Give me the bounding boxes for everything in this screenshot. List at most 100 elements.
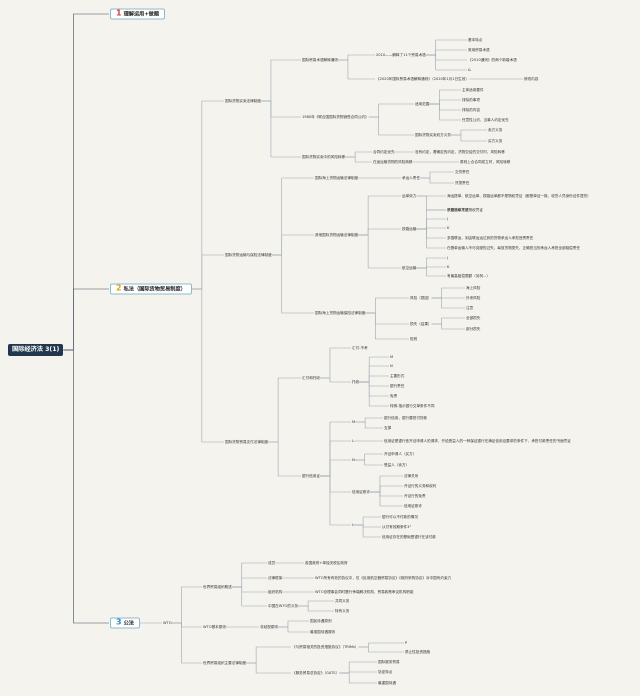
- node-n11[interactable]: 适用范围: [415, 102, 430, 106]
- node-n82[interactable]: 成员: [268, 561, 276, 565]
- node-n32[interactable]: 不是物权凭证: [447, 208, 469, 212]
- node-n04[interactable]: 基本特点: [468, 38, 483, 42]
- node-n46[interactable]: 外来风险: [466, 296, 481, 300]
- node-n67[interactable]: 信用证是银行依开证申请人的请求，开给受益人的一种保证银行在满足信用证要求的条件下…: [384, 439, 571, 443]
- node-n06[interactable]: 《2010通则》的两个新增术语: [468, 58, 517, 62]
- node-n79[interactable]: 信用证存在的基础是银行在该付款: [382, 535, 436, 539]
- node-n87[interactable]: WTO总理事会同时履行争端解决机构、贸易政策审议机构职能: [315, 590, 414, 594]
- node-n94[interactable]: 最惠国待遇原则: [310, 630, 336, 634]
- node-n69[interactable]: 开证申请人（买方）: [384, 452, 417, 456]
- node-n25[interactable]: 国际海上货物运输法律制度: [315, 176, 359, 180]
- node-n72[interactable]: 法律关系: [404, 474, 419, 478]
- node-n101[interactable]: 协定特点: [378, 670, 393, 674]
- node-n29[interactable]: 其他国际货物运输法律制度: [315, 233, 359, 237]
- node-n78[interactable]: 认付有效期条件3°: [382, 525, 412, 529]
- node-n57[interactable]: N: [390, 364, 393, 368]
- node-n68[interactable]: N: [352, 458, 355, 462]
- node-n74[interactable]: 开证行的免责: [404, 494, 426, 498]
- node-n102[interactable]: 最重国待遇: [378, 681, 396, 685]
- node-n12[interactable]: 主体适用要件: [462, 88, 484, 92]
- node-n77[interactable]: 银行可以不付款的情况: [382, 515, 418, 519]
- node-n42[interactable]: 有最高赔偿限额（另例...）: [447, 274, 490, 278]
- node-n98[interactable]: 禁止性投资措施: [405, 650, 431, 654]
- node-n65[interactable]: 支撑: [384, 426, 392, 430]
- node-n89[interactable]: 共同义务: [335, 599, 350, 603]
- node-n97[interactable]: P: [405, 641, 408, 645]
- node-n49[interactable]: 全部损失: [466, 316, 481, 320]
- node-n41[interactable]: K: [447, 265, 450, 269]
- node-n08[interactable]: 《2020年国际贸易术语解释通则》（2020年1月1日生效）: [376, 77, 469, 81]
- node-n36[interactable]: K: [447, 226, 450, 230]
- node-n27[interactable]: 交货责任: [455, 170, 470, 174]
- node-n28[interactable]: 货损责任: [455, 181, 470, 185]
- node-n22[interactable]: 在途运输货物的风险转移: [373, 160, 413, 164]
- node-n73[interactable]: 开证行的义务和权利: [404, 484, 437, 488]
- node-n23[interactable]: 原则上合合同成立时，风险转移: [460, 160, 511, 164]
- node-n50[interactable]: 部分损失: [466, 327, 481, 331]
- node-n85[interactable]: WTO所有有效的协议中，仅《民用航空器贸易协议》《政府采购协议》对中国有约束力: [315, 576, 452, 580]
- node-n38[interactable]: 在基单运输人不可克服的过失，每放货物损失，正确担当的承运人承担全部赔偿责任: [447, 246, 580, 250]
- node-n15[interactable]: 任意性公约，当事人约定优先: [462, 118, 509, 122]
- node-n34[interactable]: 铁路运输: [402, 227, 417, 231]
- node-n03[interactable]: 2010——解释了11个贸易术语: [376, 53, 426, 57]
- node-n45[interactable]: 海上风险: [466, 286, 481, 290]
- node-n13[interactable]: 排除的事项: [462, 98, 480, 102]
- node-n02[interactable]: 国际贸易术语解释通则: [302, 58, 338, 62]
- node-n84[interactable]: 法律框架: [268, 576, 283, 580]
- node-n19[interactable]: 国际货物买卖中的风险转移: [302, 155, 346, 159]
- node-n61[interactable]: 特殊-指示银行交单条件不同: [390, 404, 435, 408]
- node-n80[interactable]: WTO: [163, 621, 172, 625]
- node-n43[interactable]: 国际海上货物运输保险法律制度: [315, 311, 366, 315]
- node-n14[interactable]: 排除的内容: [462, 108, 480, 112]
- node-n33[interactable]: 铁路运单不是物权凭证: [447, 208, 483, 212]
- node-n93[interactable]: 国民待遇原则: [310, 619, 332, 623]
- node-n62[interactable]: 银行信用证: [302, 474, 320, 478]
- node-n48[interactable]: 损失（结果）: [410, 322, 432, 326]
- node-n18[interactable]: 买方义务: [488, 139, 503, 143]
- node-n75[interactable]: 信用证欺诈: [404, 504, 422, 508]
- node-n56[interactable]: M: [390, 355, 394, 359]
- node-n20[interactable]: 合同约定优先: [373, 150, 395, 154]
- node-n47[interactable]: 注意: [466, 306, 474, 310]
- node-n16[interactable]: 国际货物买卖双方义务: [415, 133, 451, 137]
- node-n40[interactable]: J: [447, 256, 449, 260]
- node-n91[interactable]: WTO基本原则: [203, 625, 226, 629]
- node-n09[interactable]: 修改内容: [524, 77, 539, 81]
- node-n59[interactable]: 银行责任: [390, 384, 405, 388]
- node-n96[interactable]: 《与贸易相关的投资措施协议》（TRIMs）: [292, 645, 359, 649]
- node-n92[interactable]: 非歧视原则: [260, 625, 278, 629]
- node-n53[interactable]: 汇付和托收: [302, 376, 320, 380]
- node-n30[interactable]: 运单效力: [402, 194, 417, 198]
- node-n64[interactable]: 银行信用，银行要担付货款: [384, 416, 428, 420]
- node-n21[interactable]: 没有约定，看确定的约定，货物交给的交付时，风险转移: [415, 150, 505, 154]
- node-n31[interactable]: 海运提单、航空运单、铁路运单都不是物权凭证（都是单证一致，收货人凭身份证件提货）: [447, 194, 591, 198]
- node-n17[interactable]: 卖方义务: [488, 128, 503, 132]
- node-n26[interactable]: 承运人责任: [402, 176, 420, 180]
- root-node[interactable]: 国际经济法 3(1): [8, 344, 64, 356]
- node-n58[interactable]: 主要形式: [390, 374, 405, 378]
- node-n71[interactable]: 信用证欺诈: [352, 490, 370, 494]
- node-n99[interactable]: 《服务贸易总协定》（GATS）: [292, 671, 340, 675]
- node-n39[interactable]: 航空运输: [402, 266, 417, 270]
- node-n76[interactable]: I: [352, 523, 354, 527]
- node-n37[interactable]: 多国联运，到由联运运达到的货物承运人承担违责责任: [447, 236, 534, 240]
- node-n55[interactable]: 托收: [352, 380, 360, 384]
- node-n63[interactable]: M: [352, 420, 356, 424]
- node-n05[interactable]: 常用贸易术语: [468, 48, 490, 52]
- node-n01[interactable]: 国际货物买卖法律制度: [225, 99, 261, 103]
- node-n07[interactable]: &: [468, 68, 471, 72]
- node-n90[interactable]: 特有义务: [335, 609, 350, 613]
- node-n95[interactable]: 世界贸易组织主要法律制度: [203, 661, 247, 665]
- node-n35[interactable]: J: [447, 217, 449, 221]
- node-n66[interactable]: L: [352, 439, 355, 443]
- node-n88[interactable]: 中国在WTO的义务: [268, 604, 299, 608]
- node-n51[interactable]: 险别: [410, 337, 418, 341]
- node-n70[interactable]: 受益人（卖方）: [384, 463, 410, 467]
- node-n81[interactable]: 世界贸易组织概述: [203, 585, 232, 589]
- node-n86[interactable]: 组织机构: [268, 590, 283, 594]
- node-n54[interactable]: 汇付-不考: [352, 346, 368, 350]
- node-n52[interactable]: 国际货物贸易支付法律制度: [225, 440, 269, 444]
